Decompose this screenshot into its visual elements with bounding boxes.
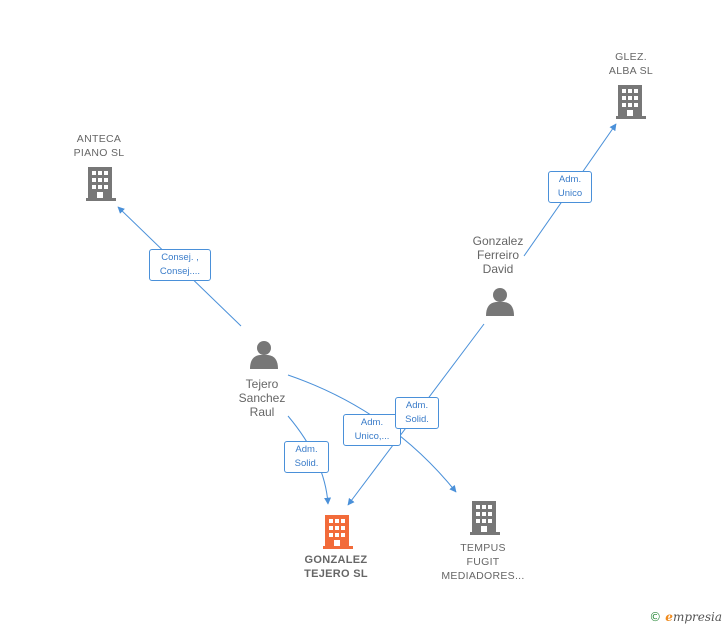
building-icon[interactable]	[616, 85, 646, 119]
copyright-icon: ©	[649, 610, 662, 624]
node-label-gonzalez-tejero[interactable]: GONZALEZ TEJERO SL	[304, 554, 368, 580]
edge-label-tejero-gonzalez[interactable]: Adm. Solid.	[284, 441, 329, 473]
edge-label-ferreiro-glez[interactable]: Adm. Unico	[548, 171, 592, 203]
node-label-anteca[interactable]: ANTECA PIANO SL	[73, 133, 125, 159]
building-icon[interactable]	[86, 167, 116, 201]
edge-label-tejero-anteca[interactable]: Consej. , Consej....	[149, 249, 211, 281]
edge-label-ferreiro-gonzalez[interactable]: Adm. Solid.	[395, 397, 439, 429]
node-label-gonzalez-ferreiro[interactable]: Gonzalez Ferreiro David	[472, 234, 524, 276]
node-label-glez[interactable]: GLEZ. ALBA SL	[608, 51, 654, 77]
brand-logo: empresia	[665, 610, 722, 624]
node-label-tejero[interactable]: Tejero Sanchez Raul	[238, 377, 286, 419]
person-icon[interactable]	[250, 341, 278, 369]
building-icon[interactable]	[470, 501, 500, 535]
edge-label-tejero-tempus[interactable]: Adm. Unico,...	[343, 414, 401, 446]
footer-brand: ©empresia	[649, 610, 722, 624]
node-label-tempus[interactable]: TEMPUS FUGIT MEDIADORES...	[441, 542, 525, 582]
building-icon[interactable]	[323, 515, 353, 549]
person-icon[interactable]	[486, 288, 514, 316]
